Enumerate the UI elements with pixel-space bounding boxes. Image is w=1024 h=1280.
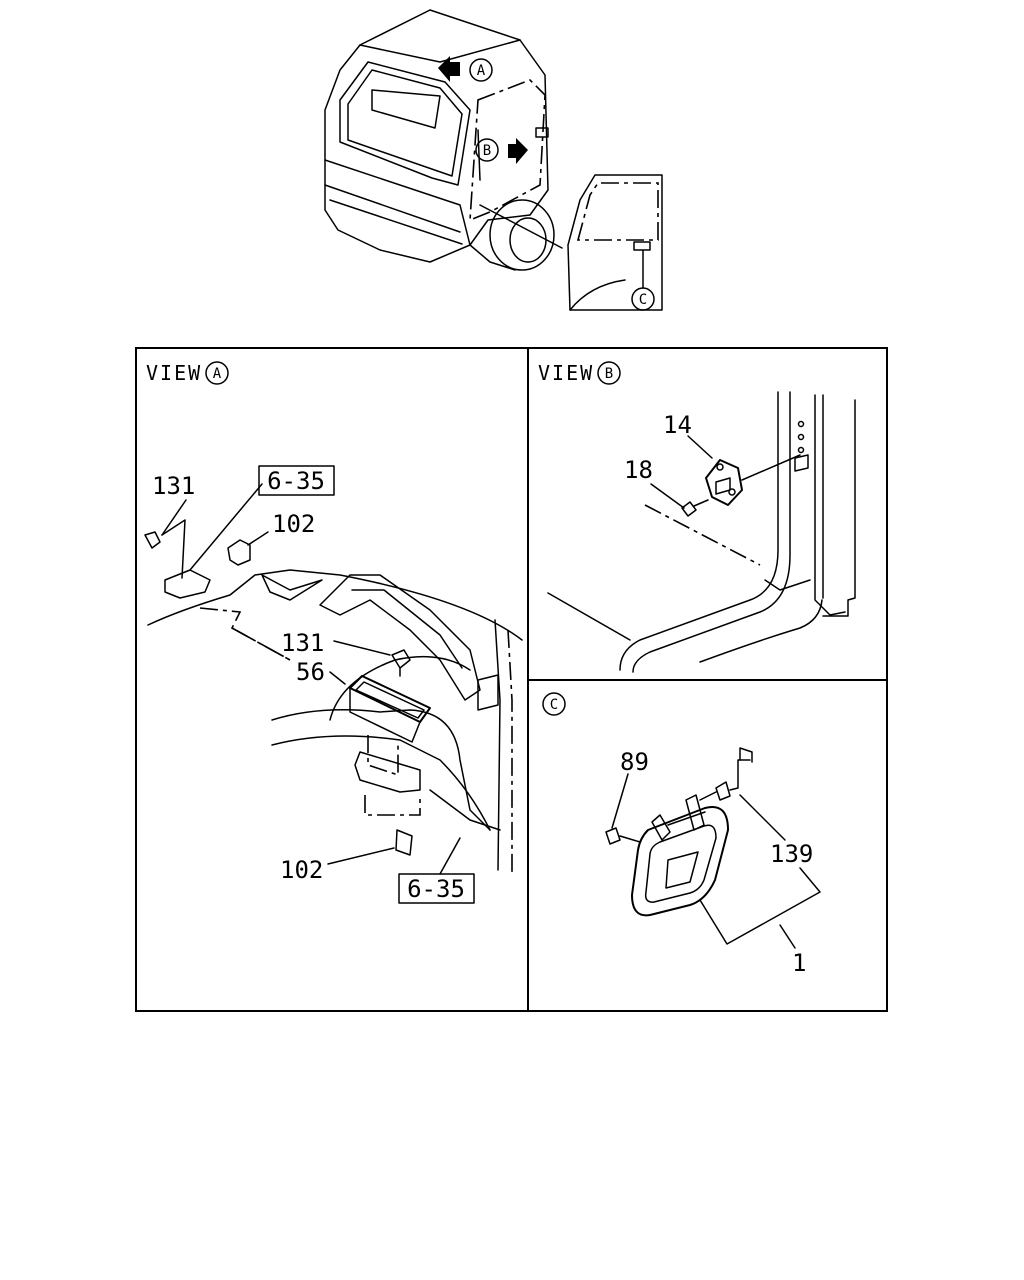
view-b-title: VIEW bbox=[538, 361, 594, 385]
callout-14: 14 bbox=[663, 411, 692, 439]
view-b-circle: B bbox=[605, 366, 613, 382]
callout-18: 18 bbox=[624, 456, 653, 484]
callout-139: 139 bbox=[770, 840, 813, 868]
view-a-panel: VIEW A bbox=[144, 361, 523, 904]
panel-frames bbox=[135, 347, 888, 1012]
callout-131-top: 131 bbox=[152, 472, 195, 500]
callout-6-35-bottom: 6-35 bbox=[407, 875, 465, 903]
view-a-circle: A bbox=[213, 366, 222, 382]
marker-c: C bbox=[639, 292, 647, 308]
callout-102-top: 102 bbox=[272, 510, 315, 538]
marker-a: A bbox=[477, 63, 486, 79]
arrow-b-icon bbox=[508, 138, 528, 164]
callout-56: 56 bbox=[296, 658, 325, 686]
callout-6-35-top: 6-35 bbox=[267, 467, 325, 495]
view-b-panel: VIEW B 14 18 bbox=[538, 361, 856, 673]
view-c-circle: C bbox=[550, 697, 558, 713]
callout-131-mid: 131 bbox=[281, 629, 324, 657]
cab-overview: A B C bbox=[324, 9, 663, 311]
callout-102-bottom: 102 bbox=[280, 856, 323, 884]
callout-1: 1 bbox=[792, 949, 806, 977]
arrow-a-icon bbox=[438, 56, 460, 82]
view-c-panel: C 89 139 1 bbox=[542, 692, 821, 977]
callout-89: 89 bbox=[620, 748, 649, 776]
marker-b: B bbox=[483, 143, 491, 159]
view-a-title: VIEW bbox=[146, 361, 202, 385]
